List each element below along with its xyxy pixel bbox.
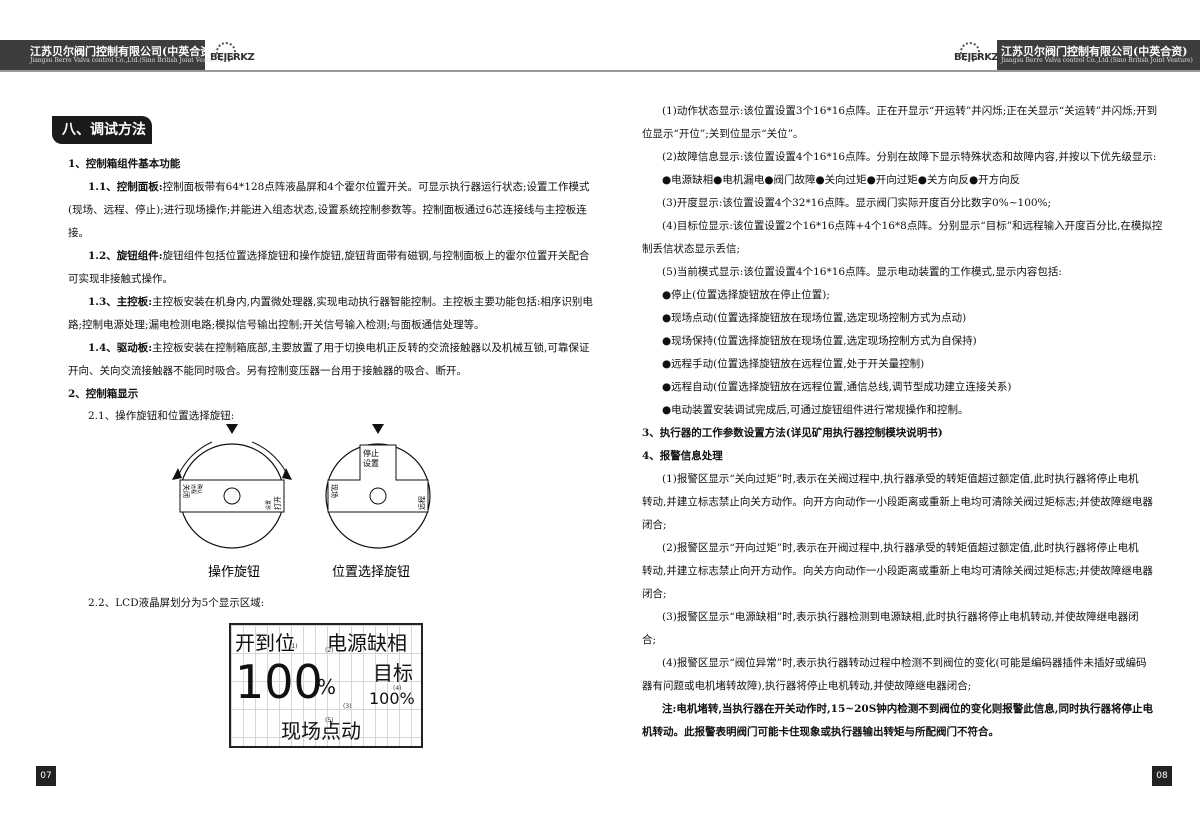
company-logo: BEIERKZ [208,42,256,66]
gear-icon [216,42,236,62]
para-1-3: 1.3、主控板:主控板安装在机身内,内置微处理器,实现电动执行器智能控制。主控板… [88,296,593,308]
position-knob-caption: 位置选择旋钮 [332,565,410,580]
lcd-zone-5: (5) [325,717,334,724]
logo-text: BEIERKZ [210,52,255,63]
company-logo-right: BEIERKZ [952,42,1000,66]
svg-text:远程: 远程 [417,496,426,510]
alarm-1: (1)报警区显示“关向过矩”时,表示在关阀过程中,执行器承受的转矩值超过额定值,… [662,473,1139,485]
company-name-en: Jiangsu Berre Valva control Co.,Ltd.(Sin… [30,57,222,64]
position-knob: 停止 设置 现场 远程 [325,424,431,549]
company-name-en-right: Jiangsu Berre Valva control Co.,Ltd.(Sin… [1001,57,1193,64]
svg-text:设置: 设置 [265,500,272,510]
para-1-2: 1.2、旋钮组件:旋钮组件包括位置选择旋钮和操作旋钮,旋钮背面带有磁钢,与控制面… [88,250,590,262]
left-page: 江苏贝尔阀门控制有限公司(中英合资) Jiangsu Berre Valva c… [0,40,600,786]
note: 注:电机堵转,当执行器在开关动作时,15~20S钟内检测不到阀位的变化则报警此信… [662,703,1153,715]
alarm-2: (2)报警区显示“开向过矩”时,表示在开阀过程中,执行器承受的转矩值超过额定值,… [662,542,1139,554]
para-2-1: 2.1、操作旋钮和位置选择旋钮: [88,410,235,422]
para-1-1-l3: 接。 [68,227,89,239]
alarm-3: (3)报警区显示“电源缺相”时,表示执行器检测到电源缺相,此时执行器将停止电机转… [662,611,1139,623]
company-name: 江苏贝尔阀门控制有限公司(中英合资) [30,45,217,58]
heading-1: 1、控制箱组件基本功能 [68,158,181,170]
mode-4: ●远程手动(位置选择旋钮放在远程位置,处于开关量控制) [662,358,925,370]
r-item-2: (2)故障信息显示:该位置设置4个16*16点阵。分别在故障下显示特殊状态和故障… [662,151,1157,163]
r-item-4b: 制丢信状态显示丢信; [642,243,741,255]
page-number-right: 08 [1152,766,1172,786]
r-item-2b: ●电源缺相●电机漏电●阀门故障●关向过矩●开向过矩●关方向反●开方向反 [662,174,1021,186]
heading-3: 3、执行器的工作参数设置方法(详见矿用执行器控制模块说明书) [642,427,943,439]
lcd-zone-3: (3) [343,703,352,710]
alarm-1b: 转动,并建立标志禁止向关方动作。向开方向动作一小段距离或重新上电均可清除关阀过矩… [642,496,1153,508]
lcd-display: 开到位 (1) 电源缺相 (2) 100 % (3) 目标 (4) 100% 现… [229,623,423,748]
para-1-1-l2: (现场、远程、停止);进行现场操作;并能进入组态状态,设置系统控制参数等。控制面… [68,204,587,216]
left-header-bar: 江苏贝尔阀门控制有限公司(中英合资) Jiangsu Berre Valva c… [0,40,222,70]
lcd-zone-2: (2) [325,647,334,654]
svg-text:设置: 设置 [363,458,379,468]
r-item-1: (1)动作状态显示:该位置设置3个16*16点阵。正在开显示“开运转”并闪烁;正… [662,105,1158,117]
operation-knob: 关闭 远程 确认 打开 设置 [172,424,292,549]
alarm-2c: 闭合; [642,588,667,600]
r-item-4: (4)目标位显示:该位置设置2个16*16点阵+4个16*8点阵。分别显示“目标… [662,220,1163,232]
mode-2: ●现场点动(位置选择旋钮放在现场位置,选定现场控制方式为点动) [662,312,967,324]
svg-text:打开: 打开 [273,496,282,510]
lcd-action-status: 开到位 [235,631,295,655]
r-item-3: (3)开度显示:该位置设置4个32*16点阵。显示阀门实际开度百分比数字0%~1… [662,197,1052,209]
lcd-fault-info: 电源缺相 [327,631,407,655]
svg-text:停止: 停止 [363,448,379,458]
para-1-4: 1.4、驱动板:主控板安装在控制箱底部,主要放置了用于切换电机正反转的交流接触器… [88,342,590,354]
lcd-grid [231,625,421,746]
alarm-1c: 闭合; [642,519,667,531]
alarm-2b: 转动,并建立标志禁止向开方动作。向关方向动作一小段距离或重新上电均可清除关阀过矩… [642,565,1153,577]
svg-text:现场: 现场 [330,484,339,498]
alarm-4b: 器有问题或电机堵转故障),执行器将停止电机转动,并使故障继电器闭合; [642,680,972,692]
knobs-figure: 关闭 远程 确认 打开 设置 操作旋钮 停止 设置 现场 远程 位置选择旋钮 [172,424,431,580]
mode-1: ●停止(位置选择旋钮放在停止位置); [662,289,830,301]
lcd-mode: 现场点动 [281,719,361,743]
heading-2: 2、控制箱显示 [68,388,139,400]
r-item-5: (5)当前模式显示:该位置设置4个16*16点阵。显示电动装置的工作模式,显示内… [662,266,1062,278]
svg-text:确认: 确认 [196,484,203,494]
lcd-target-value: 100% [369,689,415,708]
header-divider [0,70,600,72]
para-2-2: 2.2、LCD液晶屏划分为5个显示区域: [88,597,265,609]
header-divider-right [600,70,1200,72]
lcd-zone-1: (1) [289,643,298,650]
page-number-left: 07 [36,766,56,786]
para-1-4-l2: 开向、关向交流接触器不能同时吸合。另有控制变压器一台用于接触器的吸合、断开。 [68,365,467,377]
gear-icon [960,42,980,62]
lcd-opening-percent: % [317,675,337,699]
company-name-right: 江苏贝尔阀门控制有限公司(中英合资) [1001,45,1188,58]
mode-3: ●现场保持(位置选择旋钮放在现场位置,选定现场控制方式为自保持) [662,335,977,347]
heading-4: 4、报警信息处理 [642,450,723,462]
para-1-3-l2: 路;控制电源处理;漏电检测电路;模拟信号输出控制;开关信号输入检测;与面板通信处… [68,319,485,331]
svg-text:关闭: 关闭 [182,484,191,498]
note-b: 机转动。此报警表明阀门可能卡住现象或执行器输出转矩与所配阀门不符合。 [642,726,999,738]
alarm-3b: 合; [642,634,657,646]
right-page: BEIERKZ 江苏贝尔阀门控制有限公司(中英合资) Jiangsu Berre… [600,0,1200,820]
lcd-opening-value: 100 [235,655,323,709]
logo-text-right: BEIERKZ [954,52,999,63]
para-1-2-l2: 可实现非接触式操作。 [68,273,173,285]
operation-knob-caption: 操作旋钮 [208,564,260,580]
para-1-1: 1.1、控制面板:控制面板带有64*128点阵液晶屏和4个霍尔位置开关。可显示执… [88,181,590,193]
section-title: 八、调试方法 [52,116,152,144]
r-item-1b: 位显示“开位”;关到位显示“关位”。 [642,128,804,140]
right-header-bar: 江苏贝尔阀门控制有限公司(中英合资) Jiangsu Berre Valva c… [997,40,1200,70]
alarm-4: (4)报警区显示“阀位异常”时,表示执行器转动过程中检测不到阀位的变化(可能是编… [662,657,1147,669]
mode-5: ●远程自动(位置选择旋钮放在远程位置,通信总线,调节型成功建立连接关系) [662,381,1012,393]
lcd-zone-4: (4) [393,685,402,692]
lcd-target-label: 目标 [373,661,413,685]
mode-6: ●电动装置安装调试完成后,可通过旋钮组件进行常规操作和控制。 [662,404,969,416]
svg-text:远程: 远程 [190,484,197,494]
